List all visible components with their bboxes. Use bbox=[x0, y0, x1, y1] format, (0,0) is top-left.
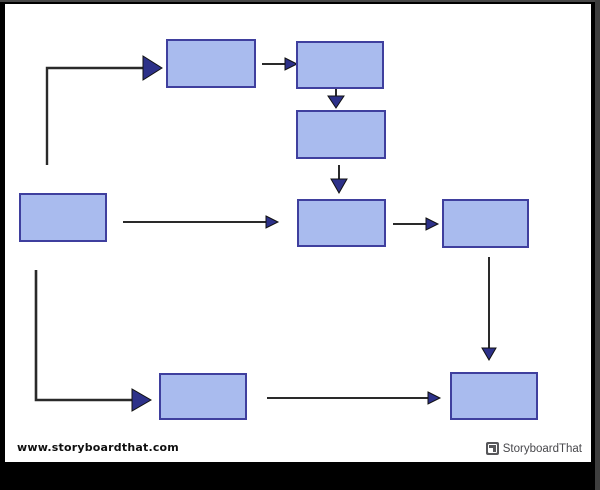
connector-line[interactable] bbox=[34, 270, 132, 402]
arrowhead-icon bbox=[330, 178, 348, 195]
arrowhead-icon bbox=[327, 95, 345, 109]
connector-top-2-to-mid-upper[interactable] bbox=[327, 89, 345, 109]
flow-box-bottom-right[interactable] bbox=[450, 372, 538, 420]
connector-left-mid-to-center[interactable] bbox=[123, 215, 280, 229]
flow-box-top-1[interactable] bbox=[166, 39, 256, 88]
connector-top-1-to-top-2[interactable] bbox=[262, 57, 299, 71]
flow-box-mid-upper[interactable] bbox=[296, 110, 386, 159]
brand-logo: StoryboardThat bbox=[485, 442, 582, 455]
flow-box-bottom-left[interactable] bbox=[159, 373, 247, 420]
window-right-edge bbox=[595, 0, 600, 490]
flow-box-right-mid[interactable] bbox=[442, 199, 529, 248]
window-top-edge bbox=[0, 0, 600, 2]
flow-box-top-2[interactable] bbox=[296, 41, 384, 89]
arrowhead-icon bbox=[284, 57, 299, 71]
storyboardthat-icon bbox=[485, 442, 499, 455]
flowchart-svg bbox=[19, 39, 538, 420]
storyboard-page[interactable]: www.storyboardthat.com StoryboardThat bbox=[5, 4, 591, 462]
brand-text: StoryboardThat bbox=[502, 442, 582, 455]
connector-bottom-left-to-bottom-right[interactable] bbox=[267, 391, 442, 405]
connector-mid-upper-to-center[interactable] bbox=[330, 165, 348, 195]
arrowhead-icon bbox=[131, 388, 152, 412]
arrowhead-icon bbox=[142, 55, 163, 81]
connector-elbow-to-bottom-left[interactable] bbox=[34, 270, 152, 412]
arrowhead-icon bbox=[481, 347, 497, 361]
connector-line[interactable] bbox=[45, 66, 143, 165]
connector-right-mid-to-bottom-right[interactable] bbox=[481, 257, 497, 361]
arrowhead-icon bbox=[427, 391, 442, 405]
footer-website-text: www.storyboardthat.com bbox=[17, 441, 179, 454]
flow-box-left-mid[interactable] bbox=[19, 193, 107, 242]
flow-box-center[interactable] bbox=[297, 199, 386, 247]
arrowhead-icon bbox=[425, 217, 440, 231]
connector-elbow-to-top-1[interactable] bbox=[45, 55, 163, 165]
connector-center-to-right-mid[interactable] bbox=[393, 217, 440, 231]
arrowhead-icon bbox=[265, 215, 280, 229]
